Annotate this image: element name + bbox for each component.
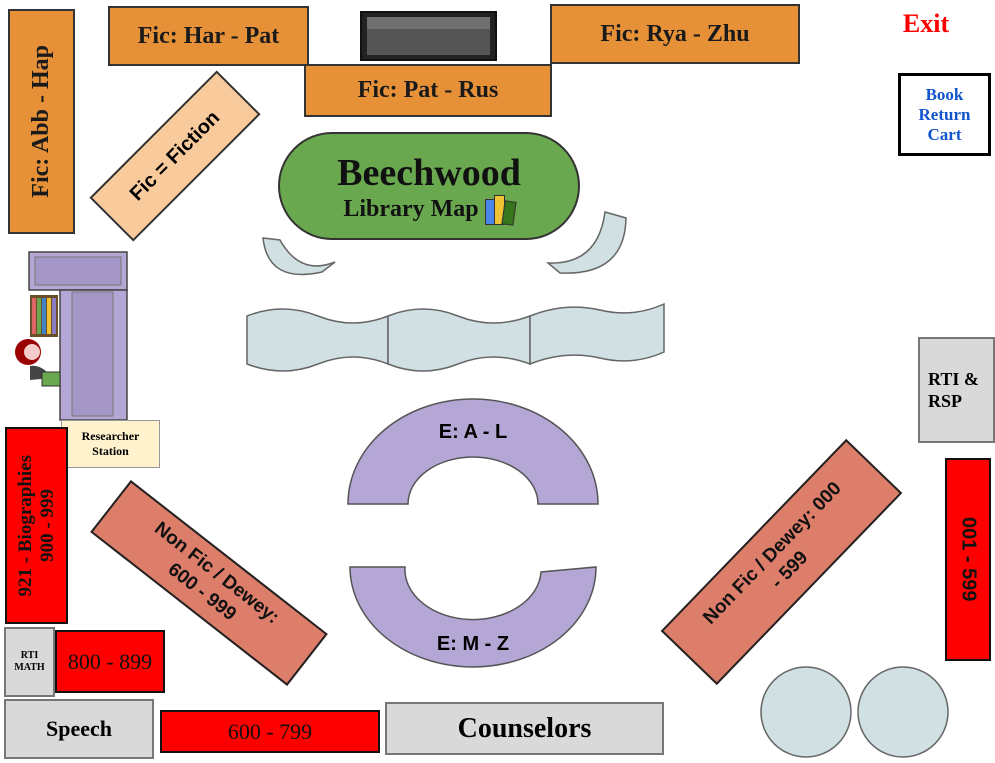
researcher-desk <box>28 251 128 421</box>
curved-table-left <box>262 237 336 276</box>
room-rti-rsp: RTI & RSP <box>918 337 995 443</box>
room-label: Speech <box>46 716 112 741</box>
title-line-1: Beechwood <box>337 151 521 194</box>
shelf-biographies: 921 - Biographies 900 - 999 <box>5 427 68 624</box>
researcher-label: Researcher Station <box>81 429 140 458</box>
shelf-800-899: 800 - 899 <box>55 630 165 693</box>
room-rti-math: RTI MATH <box>4 627 55 697</box>
shelf-label: Fic: Rya - Zhu <box>600 20 750 47</box>
room-label: RTI & RSP <box>928 369 979 411</box>
wavy-tables <box>246 302 665 372</box>
exit-label[interactable]: Exit <box>902 9 950 38</box>
shelf-label: Fic: Har - Pat <box>137 22 280 49</box>
books-icon <box>483 194 517 226</box>
room-label: RTI MATH <box>14 650 45 673</box>
biographies-line-2: 921 - Biographies <box>14 454 36 597</box>
book-return-label: Book Return Cart <box>918 84 971 144</box>
room-counselors: Counselors <box>385 702 664 755</box>
easy-arc-bottom <box>349 566 597 668</box>
round-table-2 <box>857 666 949 758</box>
room-label: Counselors <box>457 712 592 744</box>
shelf-fic-abb-hap: Fic: Abb - Hap <box>8 9 75 234</box>
shelf-label: Fic: Pat - Rus <box>357 77 499 103</box>
round-table-1 <box>760 666 852 758</box>
shelf-001-599: 001 - 599 <box>945 458 991 661</box>
title-line-2: Library Map <box>343 195 479 222</box>
easy-a-l-label: E: A - L <box>438 420 508 443</box>
researcher-icon <box>15 295 61 387</box>
biographies-line-1: 900 - 999 <box>36 489 58 562</box>
easy-arc-top <box>347 398 599 505</box>
shelf-label: 800 - 899 <box>67 648 153 674</box>
easy-m-z-label: E: M - Z <box>436 632 510 655</box>
shelf-600-799: 600 - 799 <box>160 710 380 753</box>
researcher-station: Researcher Station <box>61 420 160 468</box>
title-line-2-row: Library Map <box>343 194 517 226</box>
shelf-label: 600 - 799 <box>227 718 313 744</box>
shelf-label: Fic: Abb - Hap <box>28 45 54 198</box>
curved-table-right <box>545 211 627 274</box>
shelf-fic-pat-rus: Fic: Pat - Rus <box>304 64 552 117</box>
shelf-label: 001 - 599 <box>957 517 980 602</box>
book-return-cart: Book Return Cart <box>898 73 991 156</box>
shelf-fic-har-pat: Fic: Har - Pat <box>108 6 309 66</box>
page-title: Beechwood Library Map <box>279 140 579 235</box>
tv-screen <box>360 11 497 61</box>
room-speech: Speech <box>4 699 154 759</box>
shelf-fic-rya-zhu: Fic: Rya - Zhu <box>550 4 800 64</box>
